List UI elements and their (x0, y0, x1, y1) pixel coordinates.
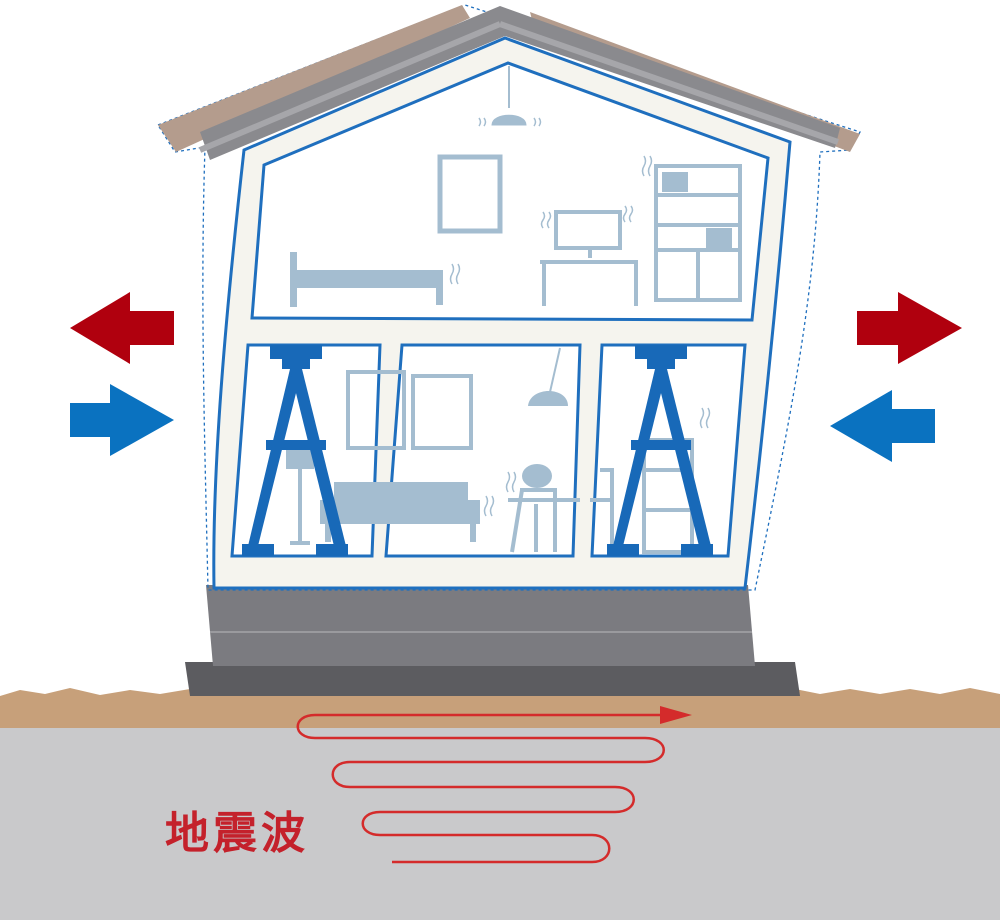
left-arrow-icon (830, 390, 935, 462)
foundation-wall (206, 585, 755, 666)
damper-left (242, 345, 348, 556)
picture-frame-icon (411, 374, 473, 450)
right-arrow-icon (857, 292, 962, 364)
left-arrow-icon (70, 292, 174, 364)
damper-right (607, 345, 713, 556)
chair-icon (505, 464, 614, 553)
tv-icon (540, 205, 638, 306)
pendant-lamp-icon (528, 347, 568, 406)
ceiling-lamp-icon (478, 66, 542, 127)
right-arrow-icon (70, 384, 174, 456)
wave-arrowhead (660, 706, 692, 724)
upper-room (250, 61, 770, 322)
sofa-icon (320, 482, 495, 542)
bookshelf-icon (641, 155, 742, 302)
foundation-slab (185, 662, 800, 696)
seismic-wave-label: 地震波 (165, 808, 309, 859)
bed-icon (290, 252, 461, 307)
picture-frame-icon (346, 370, 406, 450)
floor-lamp-icon (286, 447, 314, 545)
bedrock (0, 728, 1000, 920)
sway-outline (157, 4, 861, 591)
soil-layer (0, 688, 1000, 728)
roof-main (200, 6, 840, 160)
roof-tan (158, 5, 470, 152)
seismic-wave-line (296, 713, 665, 864)
picture-frame-icon (437, 154, 503, 234)
